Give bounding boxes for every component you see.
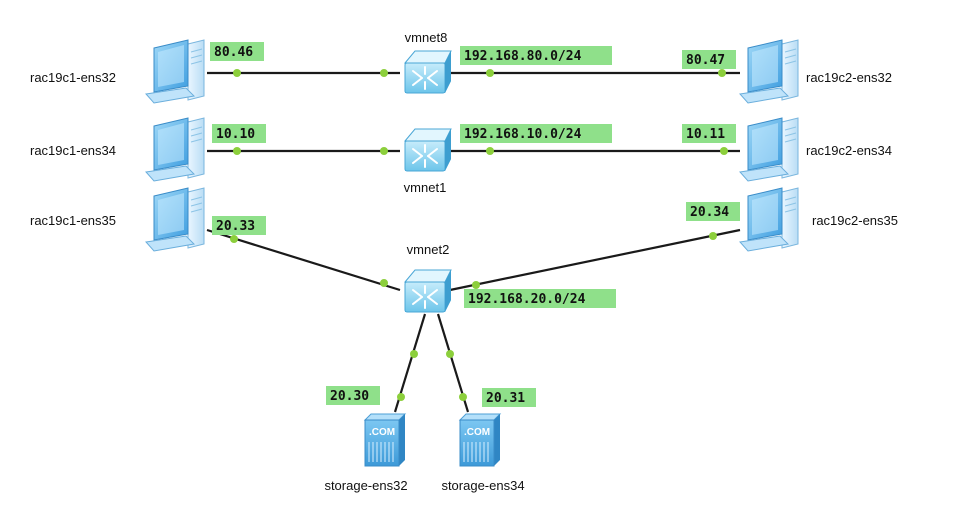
pc-icon xyxy=(740,40,798,103)
server-icon-text: .COM xyxy=(369,427,395,438)
pc-icon xyxy=(146,118,204,181)
switch-vmnet1[interactable]: vmnet1 192.168.10.0/24 xyxy=(404,124,612,195)
host-label: rac19c1-ens32 xyxy=(30,70,116,85)
subnet-label: 192.168.10.0/24 xyxy=(464,127,582,142)
endpoint-dot xyxy=(486,147,494,155)
host-label: rac19c2-ens34 xyxy=(806,143,892,158)
endpoint-dot xyxy=(459,393,467,401)
host-rac19c1-ens34[interactable]: rac19c1-ens34 10.10 xyxy=(30,118,266,181)
ip-label: 20.30 xyxy=(330,389,369,404)
ip-label: 80.46 xyxy=(214,45,253,60)
pc-icon xyxy=(740,188,798,251)
link-endpoints xyxy=(230,69,728,401)
ip-label: 20.33 xyxy=(216,219,255,234)
endpoint-dot xyxy=(233,69,241,77)
server-icon xyxy=(460,414,500,466)
host-rac19c1-ens32[interactable]: rac19c1-ens32 80.46 xyxy=(30,40,264,103)
ip-label: 80.47 xyxy=(686,53,725,68)
server-icon-text: .COM xyxy=(464,427,490,438)
host-label: storage-ens34 xyxy=(441,478,524,493)
host-rac19c2-ens35[interactable]: rac19c2-ens35 20.34 xyxy=(686,188,898,251)
endpoint-dot xyxy=(446,350,454,358)
ip-label: 10.11 xyxy=(686,127,725,142)
switch-icon xyxy=(405,51,451,93)
host-label: rac19c2-ens32 xyxy=(806,70,892,85)
switch-icon xyxy=(405,129,451,171)
switch-label: vmnet2 xyxy=(407,242,450,257)
host-rac19c1-ens35[interactable]: rac19c1-ens35 20.33 xyxy=(30,188,266,251)
links xyxy=(207,73,740,412)
switch-label: vmnet8 xyxy=(405,30,448,45)
endpoint-dot xyxy=(718,69,726,77)
host-label: rac19c1-ens34 xyxy=(30,143,116,158)
endpoint-dot xyxy=(380,69,388,77)
host-label: rac19c1-ens35 xyxy=(30,213,116,228)
endpoint-dot xyxy=(233,147,241,155)
server-icon xyxy=(365,414,405,466)
switch-icon xyxy=(405,270,451,312)
endpoint-dot xyxy=(472,281,480,289)
pc-icon xyxy=(740,118,798,181)
ip-label: 10.10 xyxy=(216,127,255,142)
link-vmnet2-c2e35 xyxy=(450,230,740,290)
switch-label: vmnet1 xyxy=(404,180,447,195)
endpoint-dot xyxy=(486,69,494,77)
endpoint-dot xyxy=(397,393,405,401)
host-label: rac19c2-ens35 xyxy=(812,213,898,228)
host-storage-ens32[interactable]: .COM storage-ens32 20.30 xyxy=(324,386,407,493)
host-rac19c2-ens32[interactable]: rac19c2-ens32 80.47 xyxy=(682,40,892,103)
endpoint-dot xyxy=(380,279,388,287)
host-rac19c2-ens34[interactable]: rac19c2-ens34 10.11 xyxy=(682,118,892,181)
endpoint-dot xyxy=(380,147,388,155)
host-storage-ens34[interactable]: .COM storage-ens34 20.31 xyxy=(441,388,536,493)
endpoint-dot xyxy=(709,232,717,240)
ip-label: 20.31 xyxy=(486,391,525,406)
subnet-label: 192.168.80.0/24 xyxy=(464,49,582,64)
pc-icon xyxy=(146,40,204,103)
ip-label: 20.34 xyxy=(690,205,729,220)
pc-icon xyxy=(146,188,204,251)
endpoint-dot xyxy=(410,350,418,358)
subnet-label: 192.168.20.0/24 xyxy=(468,292,586,307)
endpoint-dot xyxy=(230,235,238,243)
endpoint-dot xyxy=(720,147,728,155)
switch-vmnet8[interactable]: vmnet8 192.168.80.0/24 xyxy=(405,30,612,93)
host-label: storage-ens32 xyxy=(324,478,407,493)
